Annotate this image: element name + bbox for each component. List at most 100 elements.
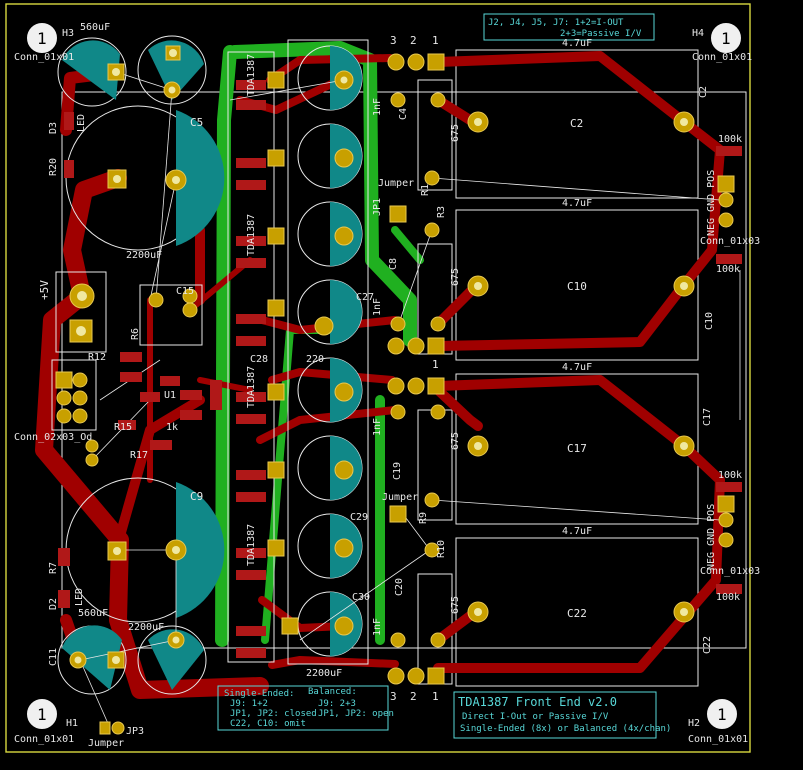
pin1-mid: 1	[432, 358, 439, 371]
mount-badge: 1	[717, 705, 727, 724]
pin1-bot: 1	[432, 690, 439, 703]
single-line3: C22, C10: omit	[230, 719, 306, 729]
v5-label: +5V	[38, 280, 51, 300]
h3-ref: H3	[62, 28, 74, 39]
h1-ref: H1	[66, 718, 78, 729]
r7-ref: R7	[48, 562, 59, 574]
d2-ref: D2	[48, 598, 59, 610]
tda-1: TDA1387	[246, 54, 257, 96]
c8-ref: C8	[388, 258, 399, 270]
conn-out-2: Conn_01x03	[700, 566, 760, 577]
jp3-ref: JP3	[126, 726, 144, 737]
c15-ref: C15	[176, 286, 194, 297]
c19-ref: C19	[392, 462, 403, 480]
pin2-top: 2	[410, 34, 417, 47]
c9-ref: C9	[190, 490, 203, 503]
h2-value: Conn_01x01	[688, 734, 748, 745]
c22-side: C22	[702, 636, 713, 654]
cap-column	[287, 39, 369, 665]
r100k-3: 100k	[718, 470, 742, 481]
r6-ref: R6	[130, 328, 141, 340]
uf2200-left: 2200uF	[128, 622, 164, 633]
top-note-box	[483, 13, 655, 41]
single-head: Single-Ended:	[224, 689, 294, 699]
label-c2: C2	[570, 117, 583, 130]
mount-hole-h4[interactable]: 1	[709, 21, 743, 55]
k1-label: 1k	[166, 422, 178, 433]
c29-ref: C29	[350, 512, 368, 523]
c20-ref: C20	[394, 578, 405, 596]
bal-line1: J9: 2+3	[318, 699, 356, 709]
thru-pads	[55, 45, 742, 735]
mount-hole-h2[interactable]: 1	[705, 697, 739, 731]
mount-badge: 1	[37, 705, 47, 724]
mount-badge: 1	[721, 29, 731, 48]
r10-ref: R10	[436, 540, 447, 558]
c4-ref: C4	[398, 108, 409, 120]
r9-ref: R9	[418, 512, 429, 524]
r675-1: 675	[450, 124, 461, 142]
pin3-top: 3	[390, 34, 397, 47]
conn-out-1: Conn_01x03	[700, 236, 760, 247]
led-bottom: LED	[74, 588, 85, 606]
tda-3: TDA1387	[246, 366, 257, 408]
h2-ref: H2	[688, 718, 700, 729]
smd-parts	[51, 112, 222, 608]
uf2200-bottom: 2200uF	[306, 668, 342, 679]
uf47-4: 4.7uF	[562, 526, 592, 537]
nf1-3: 1nF	[372, 418, 383, 436]
uf2200-top: 2200uF	[126, 250, 162, 261]
nf1-1: 1nF	[372, 98, 383, 116]
bottom-note-box	[217, 685, 389, 731]
tda-chips	[227, 51, 275, 663]
c27-ref: C27	[356, 292, 374, 303]
r100k-4: 100k	[716, 592, 740, 603]
c28-ref: C28	[250, 354, 268, 365]
r1-ref: R1	[420, 184, 431, 196]
neg-gnd-pos-2: NEG GND POS	[706, 504, 717, 570]
label-c17: C17	[567, 442, 587, 455]
tda-2: TDA1387	[246, 214, 257, 256]
r100k-2: 100k	[716, 264, 740, 275]
bal-head: Balanced:	[308, 687, 357, 697]
jumper-bottom: Jumper	[88, 738, 124, 749]
r675-2: 675	[450, 268, 461, 286]
film-capacitors	[417, 49, 699, 687]
uf47-3: 4.7uF	[562, 362, 592, 373]
bal-line2: JP1, JP2: open	[318, 709, 394, 719]
tda-4: TDA1387	[246, 524, 257, 566]
c5-ref: C5	[190, 116, 203, 129]
mount-hole-h1[interactable]: 1	[25, 697, 59, 731]
neg-gnd-pos-1: NEG GND POS	[706, 170, 717, 236]
single-line2: JP1, JP2: closed	[230, 709, 317, 719]
mount-hole-h3[interactable]: 1	[25, 21, 59, 55]
h1-value: Conn_01x01	[14, 734, 74, 745]
pin1-top: 1	[432, 34, 439, 47]
electrolytic-caps	[57, 35, 225, 695]
c10-side: C10	[704, 312, 715, 330]
u1-ref: U1	[164, 390, 176, 401]
uf47-2: 4.7uF	[562, 198, 592, 209]
uf560-top: 560uF	[80, 22, 110, 33]
board-title: TDA1387 Front End v2.0	[458, 695, 617, 709]
jumper-mid: Jumper	[382, 492, 418, 503]
ratsnest	[79, 71, 741, 729]
pin2-bot: 2	[410, 690, 417, 703]
c2-side: C2	[698, 86, 709, 98]
title-box	[453, 691, 657, 739]
r12-ref: R12	[88, 352, 106, 363]
single-line1: J9: 1+2	[230, 699, 268, 709]
conn-pwr: Conn_02x03_Od	[14, 432, 92, 443]
jp1-ref: JP1	[372, 198, 383, 216]
r675-3: 675	[450, 432, 461, 450]
c17-side: C17	[702, 408, 713, 426]
subtitle-1: Direct I-Out or Passive I/V	[462, 712, 609, 722]
h3-value: Conn_01x01	[14, 52, 74, 63]
r15-ref: R15	[114, 422, 132, 433]
r17-ref: R17	[130, 450, 148, 461]
jumper-top: Jumper	[378, 178, 414, 189]
label-c10: C10	[567, 280, 587, 293]
r675-4: 675	[450, 596, 461, 614]
nf1-2: 1nF	[372, 298, 383, 316]
